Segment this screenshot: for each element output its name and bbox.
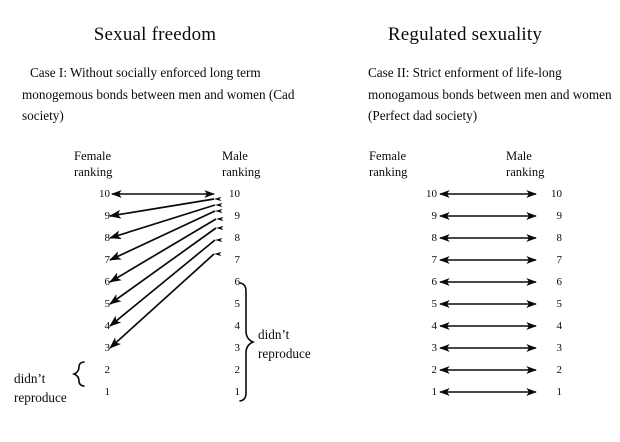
label-didnt-reproduce-male-line2: reproduce xyxy=(258,346,311,361)
female-rank-left-2: 2 xyxy=(104,364,111,376)
male-rank-left-6: 6 xyxy=(234,276,241,288)
female-ranking-header-left-line2: ranking xyxy=(74,165,113,179)
female-rank-right-1: 1 xyxy=(431,386,438,398)
female-ranking-header-left-line1: Female xyxy=(74,149,112,163)
female-rank-right-6: 6 xyxy=(431,276,438,288)
arrow-female4-male10 xyxy=(109,239,216,327)
arrow-female5-male10 xyxy=(109,227,217,305)
label-didnt-reproduce-male: didn’t reproduce xyxy=(258,325,311,363)
male-rank-right-3: 3 xyxy=(556,342,563,354)
arrow-female7-male10 xyxy=(109,210,216,261)
female-rank-left-5: 5 xyxy=(104,298,111,310)
arrowhead-male10-d xyxy=(216,216,224,222)
page-title-right: Regulated sexuality xyxy=(387,24,543,45)
male-rank-left-3: 3 xyxy=(234,342,241,354)
female-ranking-header-right-line2: ranking xyxy=(369,165,408,179)
male-rank-right-1: 1 xyxy=(556,386,563,398)
label-didnt-reproduce-female-line1: didn’t xyxy=(14,371,46,386)
label-didnt-reproduce-female: didn’t reproduce xyxy=(14,369,67,407)
pairing-arrows-right xyxy=(439,190,537,396)
arrowhead-male10-b xyxy=(215,202,223,208)
female-rank-right-7: 7 xyxy=(431,254,438,266)
male-ranking-header-left-line2: ranking xyxy=(222,165,261,179)
arrowhead-male10-c xyxy=(215,208,223,214)
male-rank-left-2: 2 xyxy=(234,364,241,376)
arrow-female8-male10 xyxy=(109,204,216,239)
female-rank-right-5: 5 xyxy=(431,298,438,310)
female-ranking-header-right-line1: Female xyxy=(369,149,407,163)
arrowhead-male10-a xyxy=(214,196,222,202)
female-rank-left-7: 7 xyxy=(104,254,111,266)
female-rank-left-9: 9 xyxy=(104,210,111,222)
brace-female-nonreproducing xyxy=(71,361,85,387)
male-ranking-header-right-line1: Male xyxy=(506,149,532,163)
male-rank-left-4: 4 xyxy=(234,320,241,332)
female-rank-right-10: 10 xyxy=(426,188,437,200)
arrow-female3-male10 xyxy=(109,253,215,349)
male-rank-right-8: 8 xyxy=(556,232,563,244)
pairing-arrows-left xyxy=(71,190,256,402)
arrowhead-male10-f xyxy=(215,237,223,243)
female-rank-left-10: 10 xyxy=(99,188,110,200)
female-rank-left-1: 1 xyxy=(104,386,111,398)
male-rank-right-10: 10 xyxy=(551,188,562,200)
male-ranking-header-left-line1: Male xyxy=(222,149,248,163)
female-rank-left-4: 4 xyxy=(104,320,111,332)
male-ranking-header-right-line2: ranking xyxy=(506,165,545,179)
female-rank-left-8: 8 xyxy=(104,232,111,244)
male-rank-right-5: 5 xyxy=(556,298,563,310)
male-rank-left-7: 7 xyxy=(234,254,241,266)
arrowhead-male10-e xyxy=(216,225,224,231)
male-rank-left-5: 5 xyxy=(234,298,241,310)
label-didnt-reproduce-female-line2: reproduce xyxy=(14,390,67,405)
caption-case-two: Case II: Strict enforment of life-long m… xyxy=(368,65,612,123)
arrowhead-male10-g xyxy=(214,251,222,257)
female-rank-left-3: 3 xyxy=(104,342,111,354)
male-rank-left-8: 8 xyxy=(234,232,241,244)
male-rank-left-9: 9 xyxy=(234,210,241,222)
label-didnt-reproduce-male-line1: didn’t xyxy=(258,327,290,342)
female-rank-left-6: 6 xyxy=(104,276,111,288)
male-rank-right-2: 2 xyxy=(556,364,563,376)
panel-regulated-sexuality: Regulated sexuality Case II: Strict enfo… xyxy=(310,0,620,442)
arrow-female6-male10 xyxy=(109,218,217,283)
caption-case-one: Case I: Without socially enforced long t… xyxy=(22,65,295,123)
male-rank-right-9: 9 xyxy=(556,210,563,222)
page-title-left: Sexual freedom xyxy=(93,24,217,45)
female-rank-right-4: 4 xyxy=(431,320,438,332)
panel-sexual-freedom: Sexual freedom Case I: Without socially … xyxy=(14,24,311,407)
male-rank-right-4: 4 xyxy=(556,320,563,332)
male-rank-right-7: 7 xyxy=(556,254,563,266)
female-rank-right-9: 9 xyxy=(431,210,438,222)
male-rank-left-10: 10 xyxy=(229,188,240,200)
female-rank-right-8: 8 xyxy=(431,232,438,244)
female-rank-right-3: 3 xyxy=(431,342,438,354)
male-rank-right-6: 6 xyxy=(556,276,563,288)
arrow-female9-male10 xyxy=(108,198,215,219)
brace-male-nonreproducing xyxy=(239,282,256,402)
male-rank-left-1: 1 xyxy=(234,386,241,398)
female-rank-right-2: 2 xyxy=(431,364,438,376)
